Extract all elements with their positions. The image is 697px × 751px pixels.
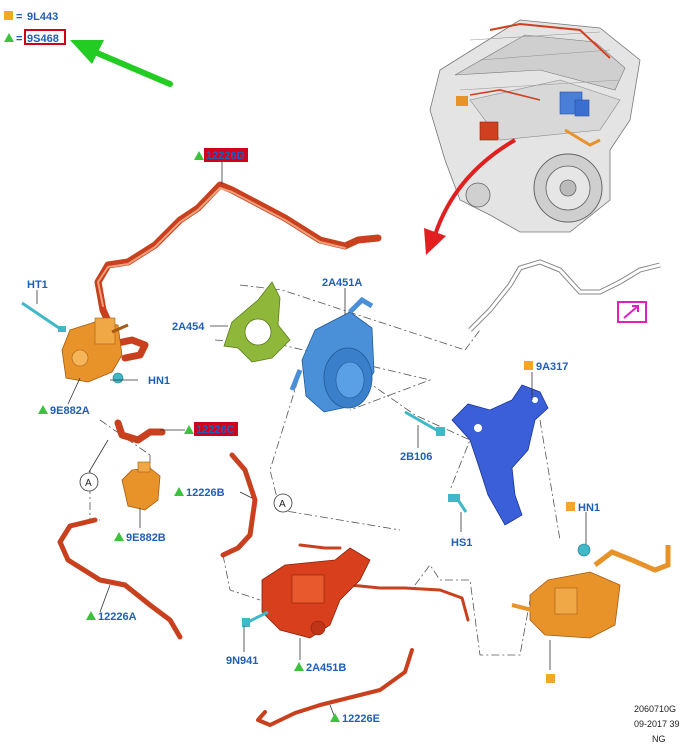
- label-hn1-left: HN1: [148, 375, 170, 387]
- label-2b106: 2B106: [400, 451, 432, 463]
- label-2a451b-triangle-icon: [294, 662, 304, 671]
- link-arrow-icon[interactable]: [617, 301, 647, 323]
- label-hn1-right: HN1: [566, 502, 600, 514]
- nut-hn1-left: [112, 372, 124, 384]
- vacuum-pump-2a451a: [289, 296, 375, 413]
- label-12226d-triangle-icon: [194, 151, 204, 160]
- label-2a454: 2A454: [172, 321, 205, 333]
- legend-code-highlight: [24, 29, 66, 45]
- circle-a-center-text: A: [279, 499, 286, 510]
- valve-9e882b: [121, 461, 161, 511]
- bolt-ht1: [21, 301, 66, 332]
- label-12226a-text: 12226A: [98, 611, 137, 623]
- legend-equals-2: =: [16, 33, 22, 45]
- label-12226c-highlight: [194, 422, 238, 436]
- label-9e882b-text: 9E882B: [126, 532, 166, 544]
- label-12226d-text: 12226D: [206, 150, 245, 162]
- screw-hs1: [448, 494, 468, 513]
- label-hn1-right-square-icon: [566, 502, 575, 511]
- label-9e882b: 9E882B: [114, 532, 166, 544]
- circle-a-left-text: A: [85, 478, 92, 489]
- legend-equals-1: =: [16, 11, 22, 23]
- label-2a451a: 2A451A: [322, 277, 362, 289]
- hose-12226a: [57, 517, 183, 640]
- label-9a317-square-icon: [524, 361, 533, 370]
- footer-region: NG: [652, 734, 666, 744]
- vacuum-pump-2a451b: [261, 547, 371, 639]
- label-12226c-text: 12226C: [196, 424, 235, 436]
- valve-9e882a: [61, 317, 129, 383]
- legend-code-2: 9S468: [27, 33, 59, 45]
- legend: = 9L443 = 9S468: [4, 11, 66, 45]
- label-hs1: HS1: [451, 537, 472, 549]
- bolt-9n941: [242, 610, 269, 627]
- legend-triangle-icon: [4, 33, 14, 42]
- label-2a451b: 2A451B: [294, 662, 346, 674]
- engine-illustration: [429, 19, 641, 233]
- label-hn1-right-text: HN1: [578, 502, 600, 514]
- hose-12226c: [114, 419, 166, 444]
- label-9a317-text: 9A317: [536, 361, 568, 373]
- label-12226e-triangle-icon: [330, 713, 340, 722]
- legend-square-icon: [4, 11, 13, 20]
- label-12226e: 12226E: [330, 713, 380, 725]
- circle-a-left: A: [79, 472, 99, 492]
- reference-pipe: [468, 259, 661, 332]
- bracket-9a317: [451, 384, 549, 526]
- bolt-2b106: [404, 410, 445, 436]
- label-9a317: 9A317: [524, 361, 568, 373]
- label-9e882b-triangle-icon: [114, 532, 124, 541]
- label-9e882a-triangle-icon: [38, 405, 48, 414]
- label-12226b-text: 12226B: [186, 487, 225, 499]
- footer-code: 2060710G: [634, 704, 676, 714]
- label-12226d: 12226D: [194, 148, 248, 162]
- legend-code-1: 9L443: [27, 11, 58, 23]
- footer: 2060710G 09-2017 39 NG: [634, 704, 680, 744]
- label-12226d-highlight: [204, 148, 248, 162]
- label-9n941: 9N941: [226, 655, 258, 667]
- circle-a-center: A: [273, 493, 293, 513]
- green-arrow-icon: [70, 40, 173, 87]
- label-12226a-triangle-icon: [86, 611, 96, 620]
- label-12226b-triangle-icon: [174, 487, 184, 496]
- label-ht1: HT1: [27, 279, 48, 291]
- label-12226b: 12226B: [174, 487, 225, 499]
- footer-date: 09-2017 39: [634, 719, 680, 729]
- hose-12226b: [220, 452, 258, 558]
- label-2a451b-text: 2A451B: [306, 662, 346, 674]
- hose-12226d: [94, 181, 382, 362]
- leader-lines: [36, 160, 587, 719]
- nut-hn1-right: [577, 543, 591, 557]
- label-12226e-text: 12226E: [342, 713, 380, 725]
- solenoid-assembly-9l443: [511, 545, 671, 670]
- label-12226c: 12226C: [184, 422, 238, 436]
- label-9e882a-text: 9E882A: [50, 405, 90, 417]
- label-9e882a: 9E882A: [38, 405, 90, 417]
- red-arrow-icon: [424, 138, 517, 255]
- label-12226a: 12226A: [86, 611, 137, 623]
- gasket-2a454: [223, 281, 291, 363]
- label-12226c-triangle-icon: [184, 425, 194, 434]
- solenoid-square-icon: [546, 674, 555, 683]
